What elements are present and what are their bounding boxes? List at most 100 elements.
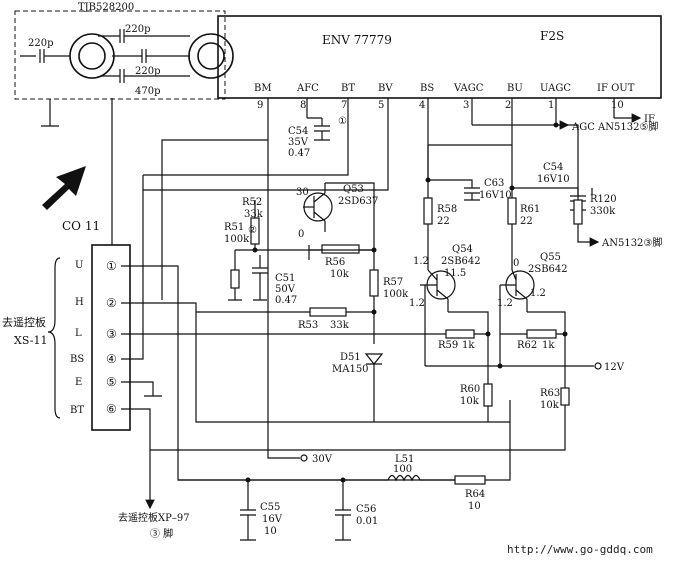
connector-pins: U H L BS E BT ① ② ③ ④ ⑤ ⑥ [70,259,117,416]
r62-ref: R62 [517,340,537,351]
cap-220p-left: 220p [28,38,54,49]
r53-ref: R53 [298,320,318,331]
r60-val: 10k [460,396,480,407]
c56-ref: C56 [356,504,376,515]
r57-ref: R57 [383,277,403,288]
c54a-volt: 35V [288,137,309,148]
q54-ref: Q54 [452,244,473,255]
net-if: IF [644,114,655,125]
q53-type: 2SD637 [338,196,378,207]
net-an5132-3: AN5132③脚 [601,236,662,249]
r59-ref: R59 [438,340,458,351]
tjb-module-box [14,10,226,100]
c54a-ref: C54 [288,126,308,137]
big-arrow-icon [42,166,86,210]
net-agc: AGC AN5132⑤脚 [571,120,658,133]
q55-vb: 1.2 [497,298,513,309]
q54-ve: 1.2 [413,256,429,267]
c55-val: 10 [264,526,277,537]
footer-url: http://www.go-gddq.com [507,543,653,556]
remote-xp97-line1: 去遥控板XP–97 [118,511,190,524]
r64-ref: R64 [465,489,485,500]
tuner-box [217,15,662,99]
r56-ref: R56 [325,257,345,268]
cap-470p: 470p [135,86,161,97]
pin-num-9: 9 [257,100,263,111]
pin-name-bu: BU [507,83,523,94]
pin-name-bv: BV [378,83,393,94]
conn-pin-bs: BS [70,354,84,365]
c56-val: 0.01 [356,516,378,527]
net-12v: 12V [604,362,625,373]
conn-num-3: ③ [106,327,117,341]
pin-num-10: 10 [611,100,624,111]
conn-num-1: ① [106,259,117,273]
conn-pin-u: U [75,260,83,271]
pin-num-5: 5 [378,100,384,111]
pin-num-2: 2 [505,100,511,111]
connector-label-line1: 去遥控板 [2,315,46,329]
c54b-val: 16V10 [537,174,570,185]
pin-num-3: 3 [463,100,469,111]
c55-volt: 16V [262,514,283,525]
conn-pin-bt: BT [70,405,84,416]
net-30v: 30V [312,454,333,465]
conn-pin-l: L [75,328,82,339]
cap-220p-mid: 220p [135,66,161,77]
cap-220p-top: 220p [125,24,151,35]
q55-type: 2SB642 [528,264,568,275]
tuner-model: ENV 77779 [322,33,392,47]
c54a-val: 0.47 [288,148,310,159]
c54b-ref: C54 [543,162,563,173]
d51-type: MA150 [332,364,369,375]
c63-ref: C63 [484,178,504,189]
connector-label-line2: XS-11 [14,334,47,347]
conn-num-5: ⑤ [106,375,117,389]
r60-ref: R60 [460,384,480,395]
c54a-mark: ① [338,116,347,127]
tjb-module-name: TJB528200 [78,2,134,13]
r120-ref: R120 [590,194,617,205]
q53-vc: 30 [296,187,309,198]
connector-name: CO 11 [62,219,100,233]
r53-val: 33k [330,320,350,331]
pin-name-bs: BS [420,83,434,94]
l51-val: 100 [393,464,412,475]
tuner-pin-labels: BM AFC BT BV BS VAGC BU UAGC IF OUT 9 8 … [254,83,635,111]
d51-ref: D51 [340,352,361,363]
r51-mark: ② [248,225,257,236]
pin-num-4: 4 [419,100,425,111]
conn-num-2: ② [106,296,117,310]
conn-pin-h: H [75,297,84,308]
connector-box [91,244,131,431]
l51-ref: L51 [395,454,414,465]
c51-volt: 50V [275,284,296,295]
q54-vc: 11.5 [444,268,466,279]
c63-val: 16V10 [479,190,512,201]
pin-num-7: 7 [341,100,347,111]
conn-pin-e: E [75,377,82,388]
q55-ve: 0 [513,258,519,269]
r51-ref: R51 [224,222,244,233]
r59-val: 1k [462,340,475,351]
r63-val: 10k [540,400,560,411]
c51-ref: C51 [275,273,295,284]
remote-xp97-line2: ③ 脚 [150,527,173,540]
pin-name-bt: BT [341,83,355,94]
pin-name-afc: AFC [296,83,319,94]
conn-num-6: ⑥ [106,402,117,416]
q54-type: 2SB642 [441,256,481,267]
pin-num-8: 8 [300,100,306,111]
junction-dots [245,122,568,483]
r61-ref: R61 [520,204,540,215]
pin-name-ifout: IF OUT [597,83,635,94]
r64-val: 10 [468,501,481,512]
r56-val: 10k [330,269,350,280]
pin-num-1: 1 [548,100,554,111]
q53-vb: 0 [298,229,304,240]
q55-ref: Q55 [540,252,561,263]
r51-val: 100k [224,234,250,245]
q53-ref: Q53 [343,184,364,195]
q54-vb: 1.2 [409,298,425,309]
